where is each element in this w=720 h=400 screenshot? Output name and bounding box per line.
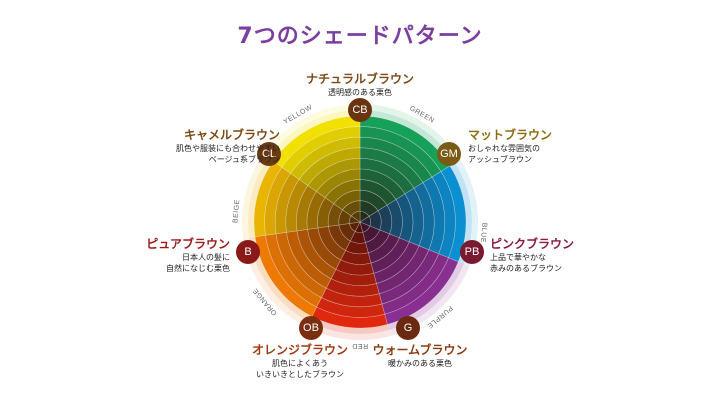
shade-name: オレンジブラウン: [251, 343, 349, 357]
shade-desc: ベージュ系ブラウン: [208, 155, 280, 164]
shade-desc: 上品で華やかな: [490, 253, 546, 262]
label-camel-brown: キャメルブラウン 肌色や服装にも合わせやすい ベージュ系ブラウン: [176, 128, 280, 165]
shade-name: ピュアブラウン: [146, 237, 230, 251]
badge-cb: CB: [348, 98, 372, 122]
shade-name: ウォームブラウン: [372, 343, 468, 357]
badge-pb: PB: [460, 240, 484, 264]
shade-desc: 日本人の髪に: [182, 253, 230, 262]
shade-desc: 自然になじむ栗色: [166, 264, 230, 273]
shade-desc: 暖かみのある栗色: [387, 359, 452, 368]
label-natural-brown: ナチュラルブラウン 透明感のある栗色: [306, 72, 414, 98]
badge-gm: GM: [437, 142, 461, 166]
label-pink-brown: ピンクブラウン 上品で華やかな 赤みのあるブラウン: [490, 237, 574, 274]
axis-label-blue: BLUE: [479, 222, 488, 243]
shade-desc: アッシュブラウン: [468, 155, 532, 164]
page-title: 7つのシェードパターン: [237, 24, 483, 49]
shade-desc: いきいきとしたブラウン: [255, 370, 344, 379]
shade-desc: 肌色によくあう: [271, 359, 328, 368]
badge-cl: CL: [257, 142, 281, 166]
axis-label-beige: BEIGE: [232, 199, 241, 223]
shade-name: ナチュラルブラウン: [305, 72, 415, 86]
badge-b: B: [236, 240, 260, 264]
shade-desc: 肌色や服装にも合わせやすい: [176, 144, 280, 153]
shade-desc: おしゃれな雰囲気の: [468, 144, 540, 153]
shade-name: ピンクブラウン: [490, 237, 575, 251]
shade-desc: 透明感のある栗色: [327, 88, 392, 97]
axis-label-red: RED: [352, 342, 368, 349]
label-pure-brown: ピュアブラウン 日本人の髪に 自然になじむ栗色: [146, 237, 230, 274]
label-warm-brown: ウォームブラウン 暖かみのある栗色: [373, 343, 468, 369]
shade-name: キャメルブラウン: [183, 128, 280, 142]
badge-g: G: [396, 316, 420, 340]
label-orange-brown: オレンジブラウン 肌色によくあう いきいきとしたブラウン: [252, 343, 348, 380]
shade-name: マットブラウン: [468, 128, 553, 142]
badge-ob: OB: [299, 316, 323, 340]
shade-desc: 赤みのあるブラウン: [490, 264, 562, 273]
label-matte-brown: マットブラウン おしゃれな雰囲気の アッシュブラウン: [468, 128, 552, 165]
